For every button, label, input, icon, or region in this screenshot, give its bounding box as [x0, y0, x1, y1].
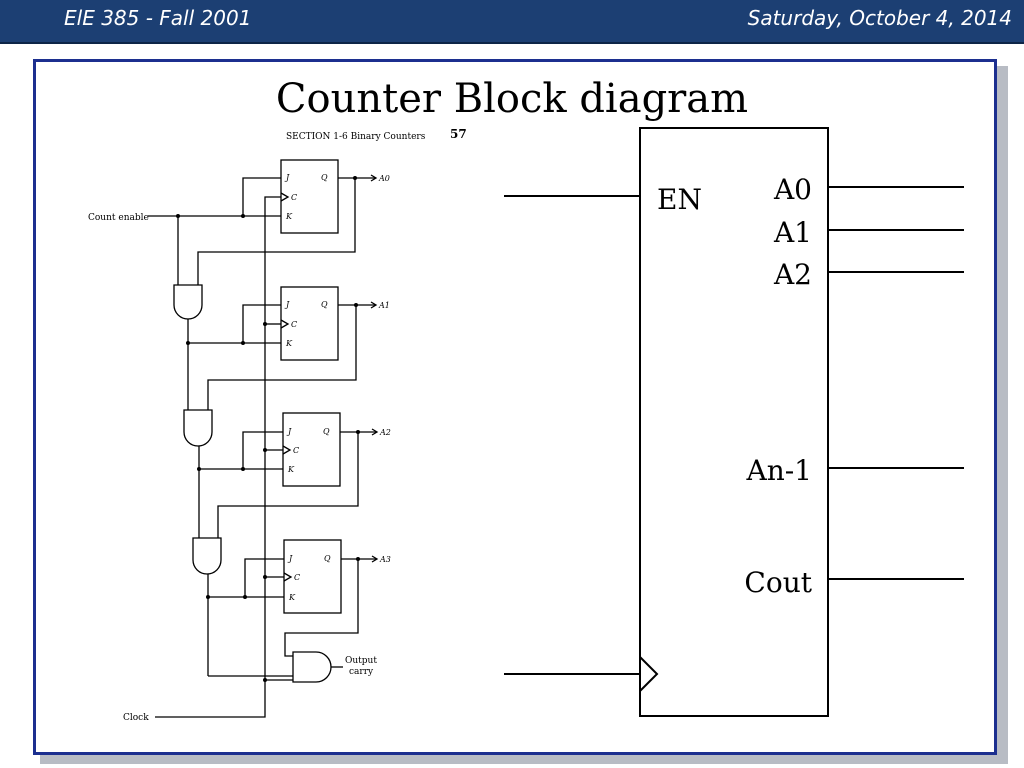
- flip-flop-3: [283, 539, 342, 614]
- flip-flop-1: [280, 286, 339, 361]
- ff0-q-label: Q: [321, 173, 328, 182]
- fig-a2-label: A2: [379, 428, 391, 437]
- ff2-q-label: Q: [323, 427, 330, 436]
- section-caption: SECTION 1-6 Binary Counters: [286, 132, 426, 142]
- header-bar: ElE 385 - Fall 2001 Saturday, October 4,…: [0, 0, 1024, 44]
- slide-title: Counter Block diagram: [275, 76, 749, 122]
- output-carry-label-2: carry: [349, 667, 374, 677]
- ff2-j-label: J: [286, 427, 292, 436]
- block-a1-label: A1: [773, 216, 812, 249]
- block-cout-label: Cout: [744, 566, 812, 599]
- fig-a3-label: A3: [379, 555, 391, 564]
- ff1-j-label: J: [284, 300, 290, 309]
- date-label: Saturday, October 4, 2014: [747, 6, 1012, 30]
- clock-triangle: [639, 656, 659, 692]
- block-a0-label: A0: [773, 173, 812, 206]
- clock-label: Clock: [123, 713, 149, 723]
- block-en-label: EN: [657, 183, 702, 216]
- course-label: ElE 385 - Fall 2001: [64, 6, 252, 30]
- block-a2-label: A2: [773, 258, 812, 291]
- output-carry-gate: [292, 651, 332, 683]
- ff3-k-label: K: [288, 593, 296, 602]
- fig-a0-label: A0: [378, 174, 390, 183]
- ff3-j-label: J: [287, 554, 293, 563]
- slide-frame: [33, 59, 997, 755]
- ff0-c-label: C: [291, 193, 297, 202]
- ff0-j-label: J: [284, 173, 290, 182]
- flip-flop-0: [280, 159, 339, 234]
- ff1-k-label: K: [285, 339, 293, 348]
- output-carry-label-1: Output: [345, 656, 377, 666]
- flip-flop-2: [282, 412, 341, 487]
- ff2-c-label: C: [293, 446, 299, 455]
- ff1-c-label: C: [291, 320, 297, 329]
- block-an1-label: An-1: [745, 454, 812, 487]
- fig-a1-label: A1: [378, 301, 390, 310]
- counter-block: [639, 127, 829, 717]
- ff0-k-label: K: [285, 212, 293, 221]
- ff3-c-label: C: [294, 573, 300, 582]
- page-number: 57: [450, 127, 467, 141]
- clock-line: [155, 196, 281, 718]
- count-enable-label: Count enable: [88, 213, 149, 223]
- ff2-k-label: K: [287, 465, 295, 474]
- ff3-q-label: Q: [324, 554, 331, 563]
- ff1-q-label: Q: [321, 300, 328, 309]
